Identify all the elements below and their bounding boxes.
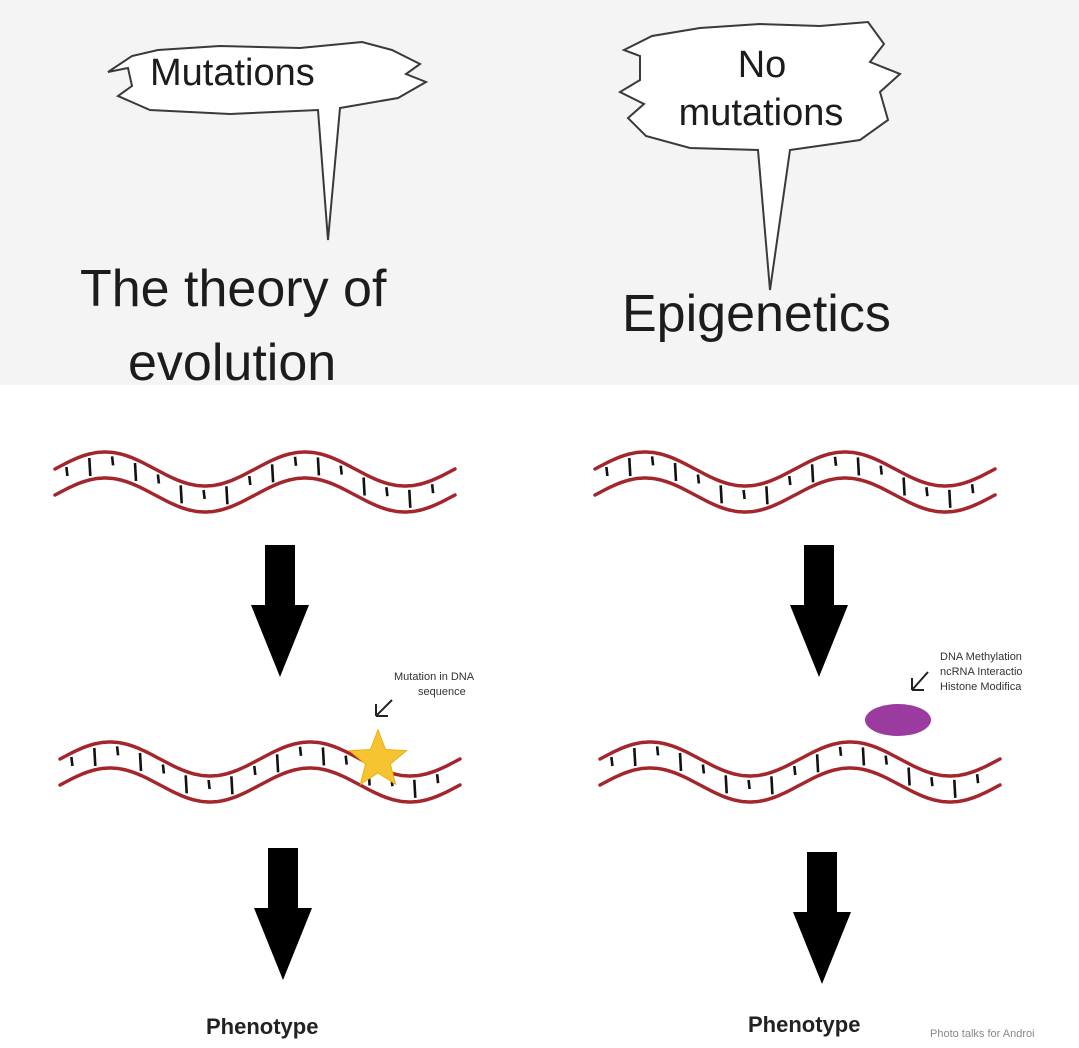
left-speech-bubble bbox=[107, 40, 429, 241]
mutation-star bbox=[348, 728, 408, 786]
right-heading: Epigenetics bbox=[622, 285, 891, 343]
right-bubble-line1: No bbox=[737, 44, 787, 86]
mutation-annotation-line2: sequence bbox=[418, 686, 466, 698]
mutation-pointer-arrow bbox=[375, 699, 393, 717]
epigenetic-annotation-line2: ncRNA Interactio bbox=[940, 666, 1023, 678]
left-heading-line2: evolution bbox=[128, 334, 337, 392]
left-phenotype-label: Phenotype bbox=[206, 1014, 319, 1039]
left-arrow-2 bbox=[254, 848, 312, 980]
epigenetic-annotation-line3: Histone Modifica bbox=[940, 681, 1022, 693]
left-heading-line1: The theory of bbox=[80, 260, 387, 318]
right-arrow-2 bbox=[793, 852, 851, 984]
epigenetic-pointer-arrow bbox=[911, 671, 929, 691]
epigenetic-mark bbox=[865, 704, 931, 736]
right-bubble-line2: mutations bbox=[678, 92, 844, 134]
left-bubble-text: Mutations bbox=[150, 52, 315, 94]
epigenetic-annotation-line1: DNA Methylation bbox=[940, 651, 1022, 663]
right-speech-bubble bbox=[617, 20, 902, 291]
right-arrow-1 bbox=[790, 545, 848, 677]
right-dna-strand-top bbox=[593, 450, 997, 514]
right-dna-strand-bottom bbox=[598, 740, 1002, 804]
left-dna-strand-top bbox=[53, 450, 457, 514]
watermark: Photo talks for Androi bbox=[930, 1028, 1035, 1040]
left-arrow-1 bbox=[251, 545, 309, 677]
right-phenotype-label: Phenotype bbox=[748, 1012, 861, 1037]
mutation-annotation-line1: Mutation in DNA bbox=[394, 671, 475, 683]
